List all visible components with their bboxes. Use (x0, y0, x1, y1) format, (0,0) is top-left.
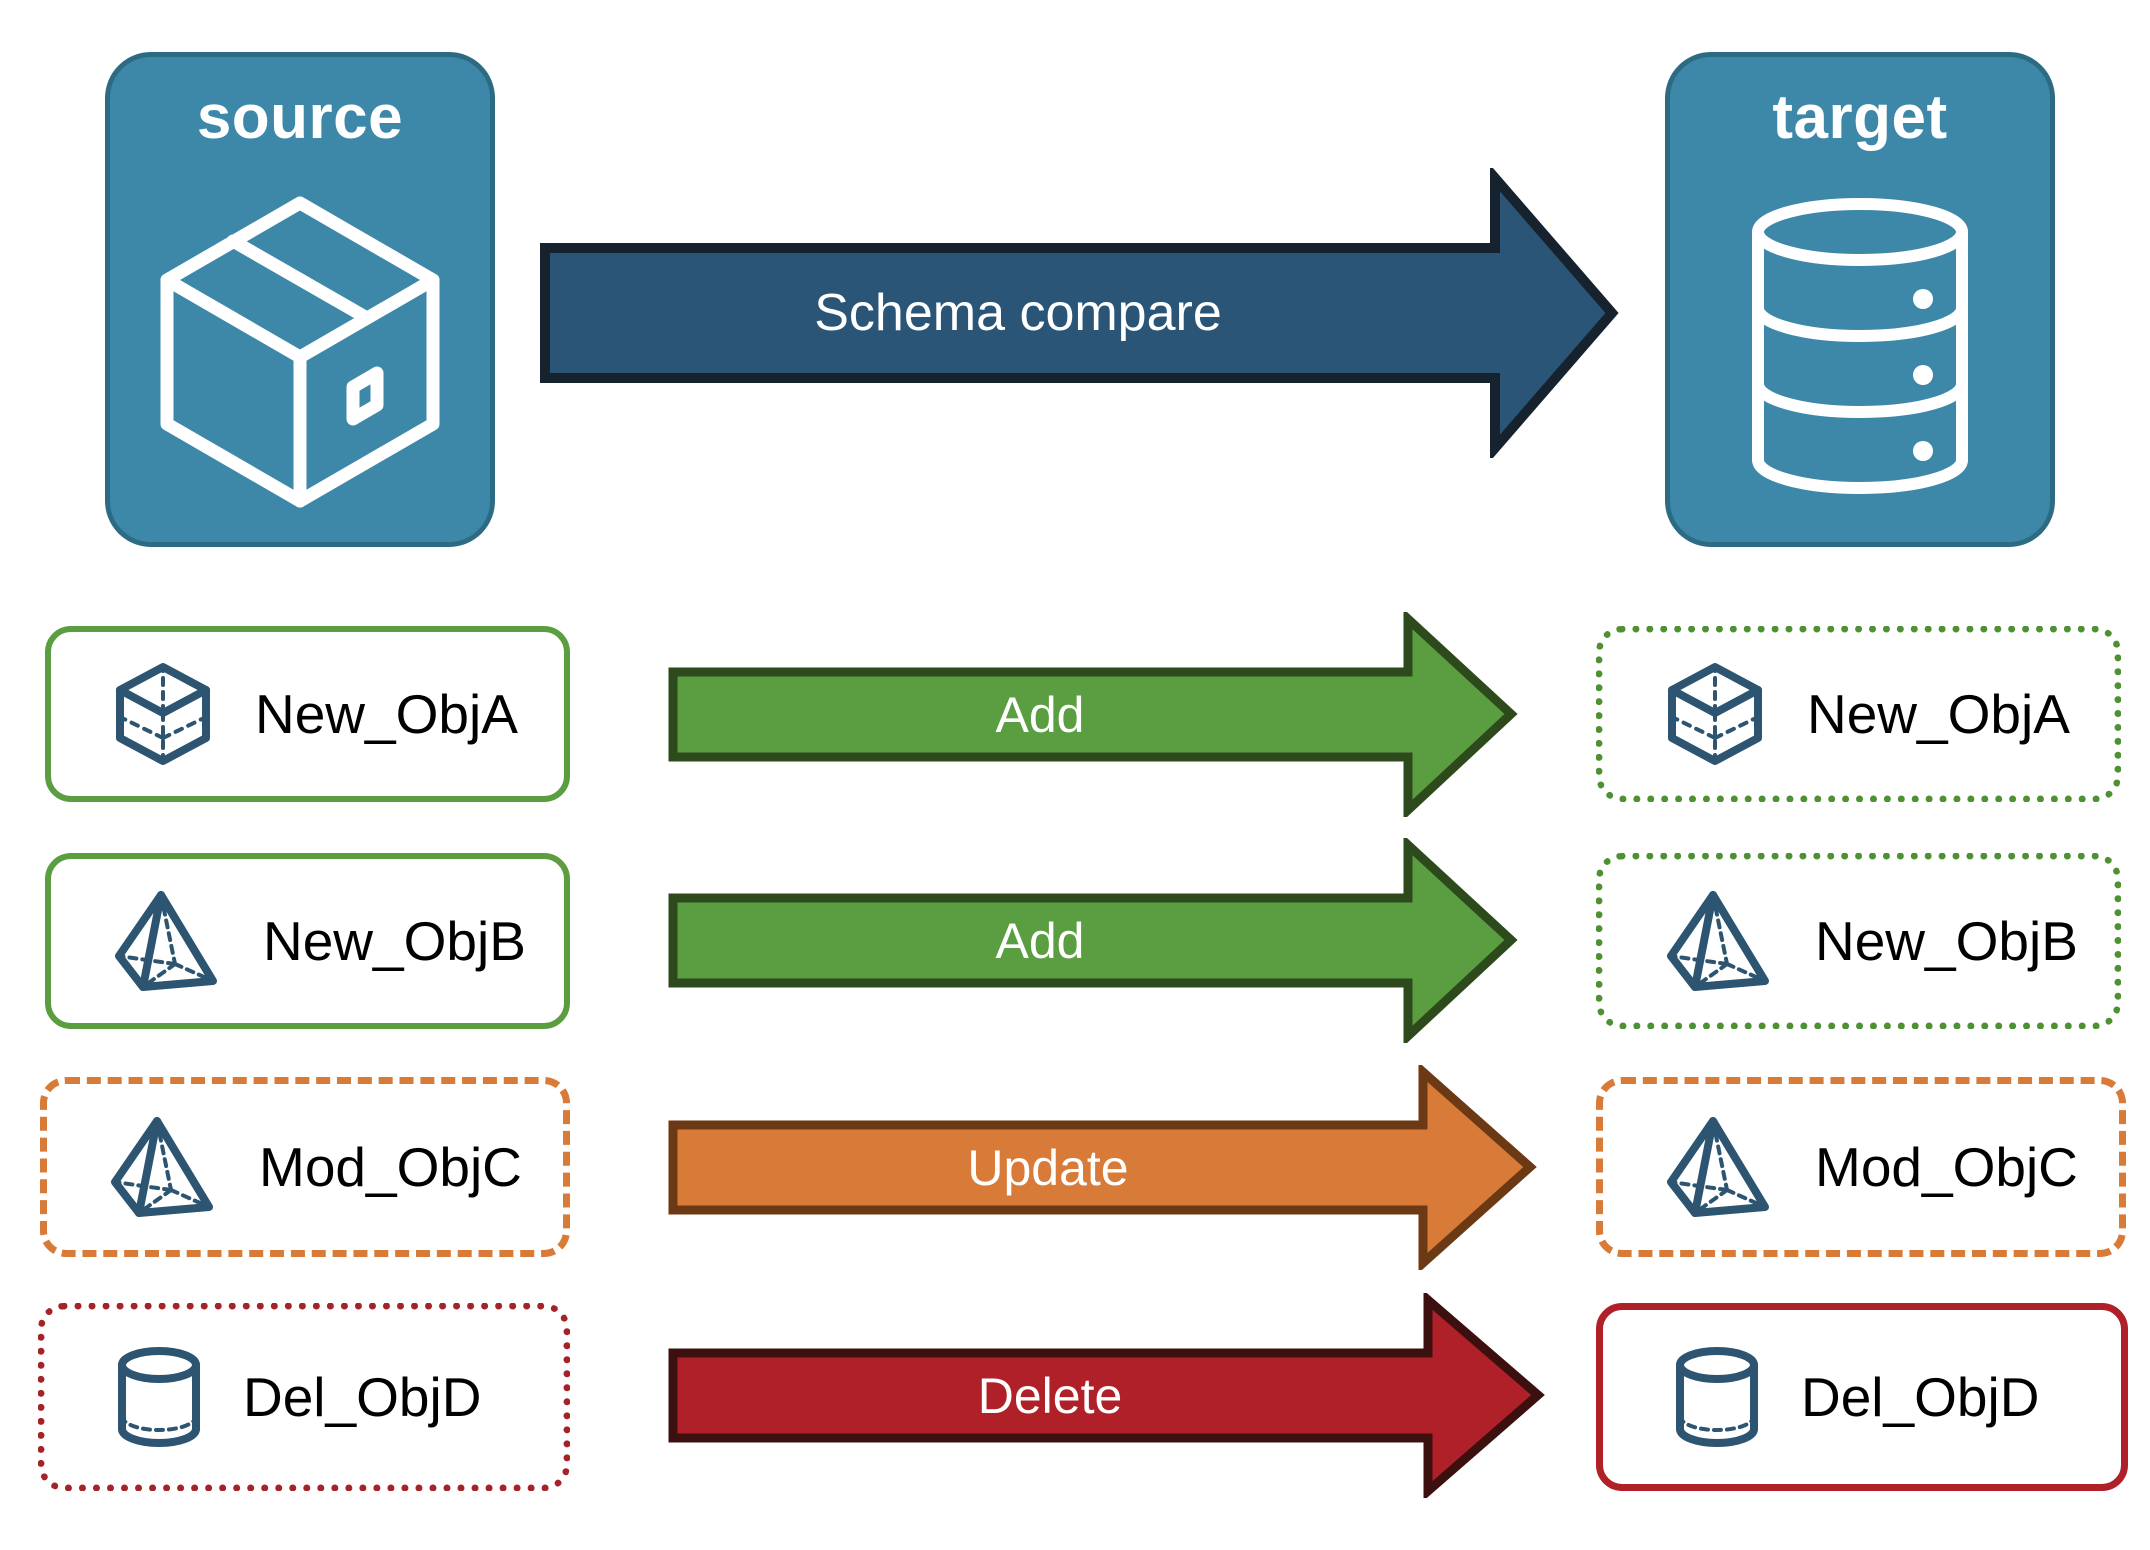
target-object-label-1: New_ObjB (1815, 909, 2078, 972)
source-card: source (105, 52, 495, 547)
target-object-label-0: New_ObjA (1807, 682, 2070, 745)
package-cube-icon (110, 149, 490, 542)
target-card: target (1665, 52, 2055, 547)
source-object-box-3[interactable]: Del_ObjD (38, 1303, 570, 1491)
source-object-box-1[interactable]: New_ObjB (45, 853, 570, 1029)
source-object-label-0: New_ObjA (255, 682, 518, 745)
database-cylinder-icon (1670, 149, 2050, 542)
action-arrow-3: Delete (668, 1293, 1548, 1498)
wireframe-pyramid-icon (113, 889, 221, 993)
target-object-box-1[interactable]: New_ObjB (1596, 853, 2121, 1029)
action-arrow-0: Add (668, 612, 1518, 817)
source-object-label-2: Mod_ObjC (259, 1135, 522, 1198)
wireframe-cube-icon (113, 662, 213, 766)
source-object-label-3: Del_ObjD (243, 1365, 482, 1428)
schema-compare-arrow: Schema compare (540, 168, 1620, 458)
action-arrow-1: Add (668, 838, 1518, 1043)
wireframe-pyramid-icon (109, 1115, 217, 1219)
wireframe-pyramid-icon (1665, 1115, 1773, 1219)
wireframe-cylinder-icon (1673, 1345, 1761, 1449)
wireframe-cylinder-icon (115, 1345, 203, 1449)
target-title: target (1772, 83, 1948, 152)
wireframe-pyramid-icon (1665, 889, 1773, 993)
target-object-label-2: Mod_ObjC (1815, 1135, 2078, 1198)
target-object-box-3[interactable]: Del_ObjD (1596, 1303, 2128, 1491)
source-object-label-1: New_ObjB (263, 909, 526, 972)
target-object-box-2[interactable]: Mod_ObjC (1596, 1077, 2126, 1257)
wireframe-cube-icon (1665, 662, 1765, 766)
source-object-box-2[interactable]: Mod_ObjC (40, 1077, 570, 1257)
target-object-label-3: Del_ObjD (1801, 1365, 2040, 1428)
target-object-box-0[interactable]: New_ObjA (1596, 626, 2121, 802)
action-arrow-2: Update (668, 1065, 1538, 1270)
source-title: source (196, 83, 404, 152)
source-object-box-0[interactable]: New_ObjA (45, 626, 570, 802)
